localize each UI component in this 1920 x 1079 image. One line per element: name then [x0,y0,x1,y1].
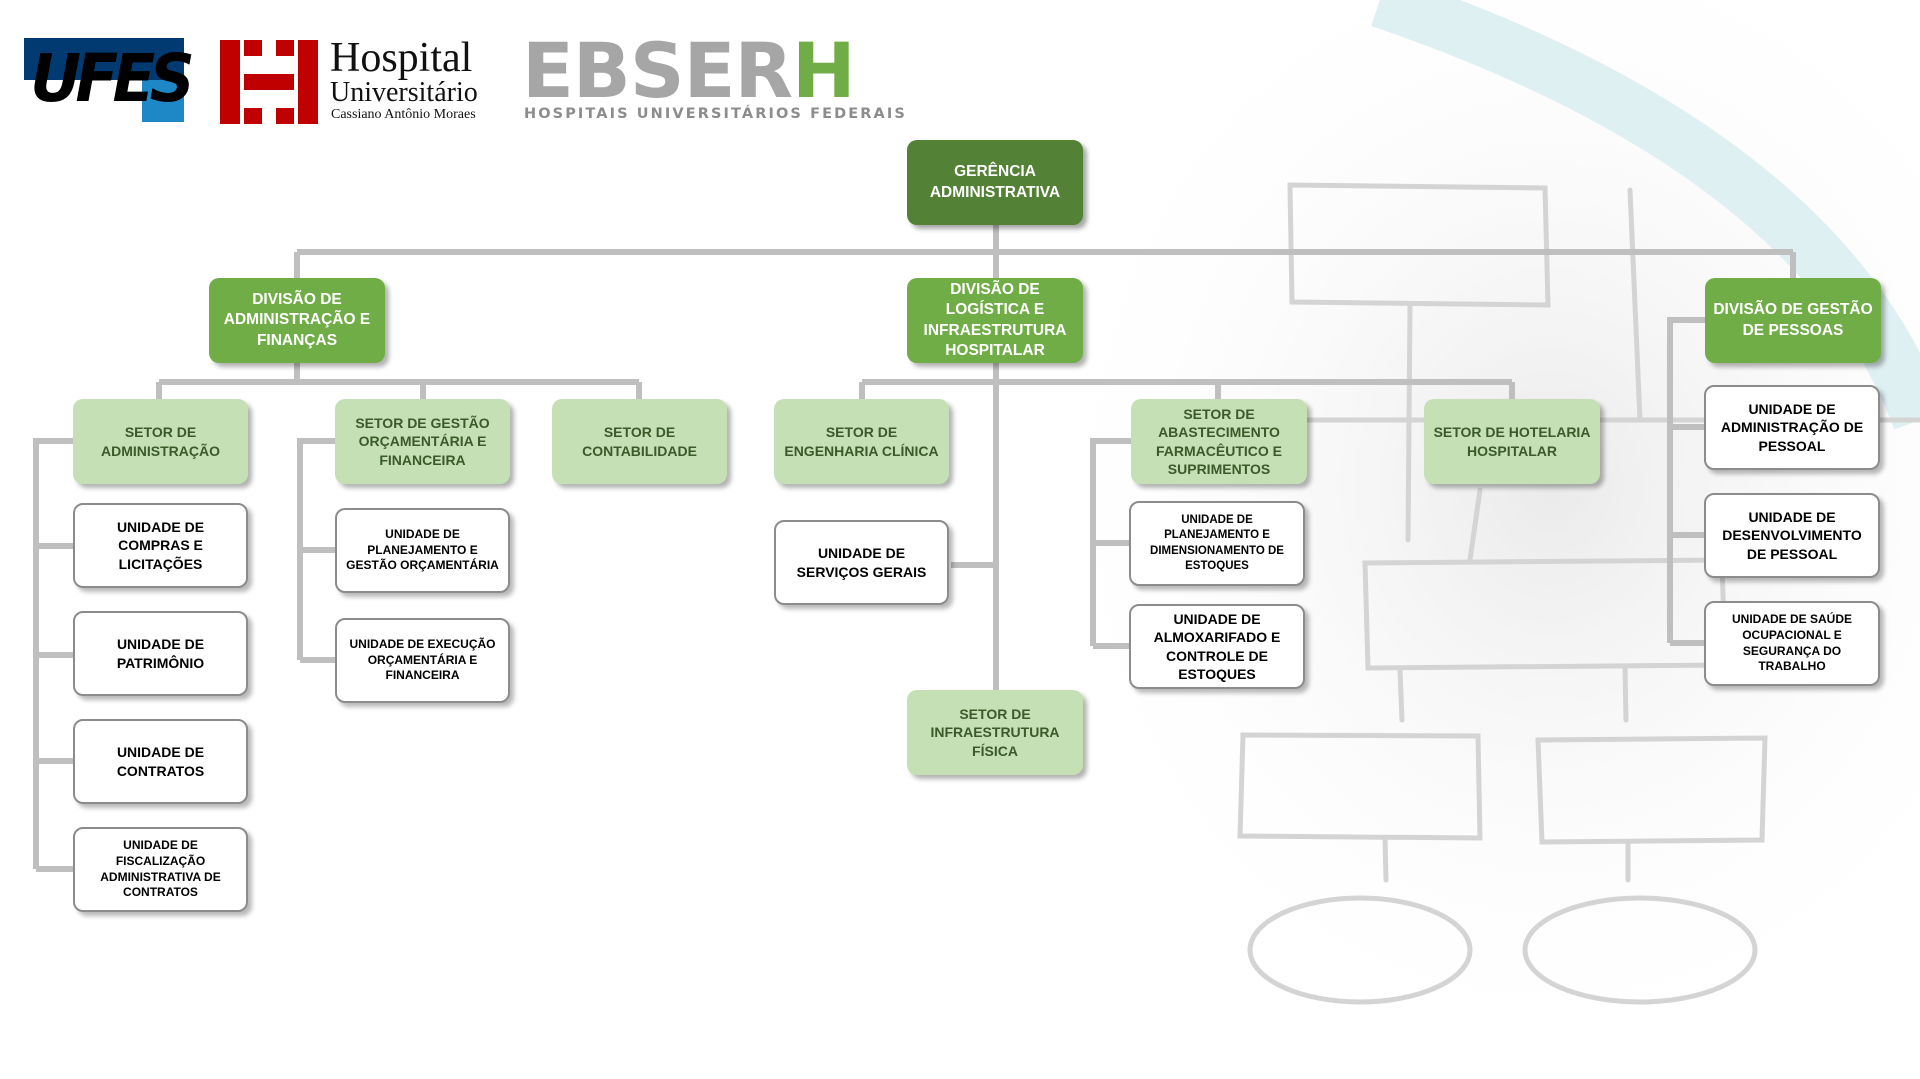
ebserh-logo-h: H [792,26,856,115]
unidade-almoxarifado-estoques: UNIDADE DE ALMOXARIFADO E CONTROLE DE ES… [1129,604,1305,689]
division-bus-line [294,249,1796,282]
hospital-logo: Hospital Universitário Cassiano Antônio … [220,36,490,126]
unidade-administracao-pessoal: UNIDADE DE ADMINISTRAÇÃO DE PESSOAL [1704,385,1880,470]
ufes-logo-block [24,38,184,80]
ufes-logo-text: UFES [30,40,195,117]
setor-abastecimento-farmaceutico: SETOR DE ABASTECIMENTO FARMACÊUTICO E SU… [1131,399,1307,484]
logistica-setor-bus-line [859,379,1515,402]
hospital-h-icon [220,40,318,124]
setor-administracao-branch [33,438,74,872]
ebserh-logo-main: EBSER [522,26,793,115]
unidade-compras-licitacoes: UNIDADE DE COMPRAS E LICITAÇÕES [73,503,248,588]
setor-gestao-orcamentaria: SETOR DE GESTÃO ORÇAMENTÁRIA E FINANCEIR… [335,399,510,484]
unidade-desenvolvimento-pessoal: UNIDADE DE DESENVOLVIMENTO DE PESSOAL [1704,493,1880,578]
unidade-patrimonio: UNIDADE DE PATRIMÔNIO [73,611,248,696]
ufes-logo-block-light [142,80,184,122]
unidade-planejamento-orcamentaria: UNIDADE DE PLANEJAMENTO E GESTÃO ORÇAMEN… [335,508,510,593]
ebserh-logo-wordmark: EBSERH [522,33,856,109]
div-pessoas-branch [1667,317,1706,646]
unidade-planejamento-estoques: UNIDADE DE PLANEJAMENTO E DIMENSIONAMENT… [1129,501,1305,586]
divisao-logistica-infraestrutura: DIVISÃO DE LOGÍSTICA E INFRAESTRUTURA HO… [907,278,1083,363]
ebserh-logo: EBSERH HOSPITAIS UNIVERSITÁRIOS FEDERAIS [522,33,905,124]
hospital-logo-line1: Hospital [330,35,473,81]
divisao-gestao-pessoas: DIVISÃO DE GESTÃO DE PESSOAS [1705,278,1881,363]
ebserh-logo-subtitle: HOSPITAIS UNIVERSITÁRIOS FEDERAIS [524,106,907,122]
unidade-contratos: UNIDADE DE CONTRATOS [73,719,248,804]
setor-contabilidade: SETOR DE CONTABILIDADE [552,399,727,484]
unidade-execucao-orcamentaria: UNIDADE DE EXECUÇÃO ORÇAMENTÁRIA E FINAN… [335,618,510,703]
unidade-fiscalizacao-contratos: UNIDADE DE FISCALIZAÇÃO ADMINISTRATIVA D… [73,827,248,912]
unidade-servicos-gerais: UNIDADE DE SERVIÇOS GERAIS [774,520,949,605]
setor-orcamentaria-branch [297,438,337,663]
unidade-saude-ocupacional: UNIDADE DE SAÚDE OCUPACIONAL E SEGURANÇA… [1704,601,1880,686]
setor-abastecimento-branch [1090,438,1132,649]
setor-engenharia-clinica: SETOR DE ENGENHARIA CLÍNICA [774,399,949,484]
ufes-logo: UFES [24,38,195,122]
gerencia-administrativa: GERÊNCIA ADMINISTRATIVA [907,140,1083,225]
admin-setor-bus-line [156,362,642,402]
hospital-logo-line3: Cassiano Antônio Moraes [331,107,476,122]
hospital-logo-line2: Universitário [330,77,478,108]
setor-infraestrutura-fisica: SETOR DE INFRAESTRUTURA FÍSICA [907,690,1083,775]
setor-hotelaria-hospitalar: SETOR DE HOTELARIA HOSPITALAR [1424,399,1600,484]
background-arc [1371,0,1920,430]
setor-administracao: SETOR DE ADMINISTRAÇÃO [73,399,248,484]
sketch-shapes [1237,182,1920,1005]
divisao-administracao-financas: DIVISÃO DE ADMINISTRAÇÃO E FINANÇAS [209,278,385,363]
